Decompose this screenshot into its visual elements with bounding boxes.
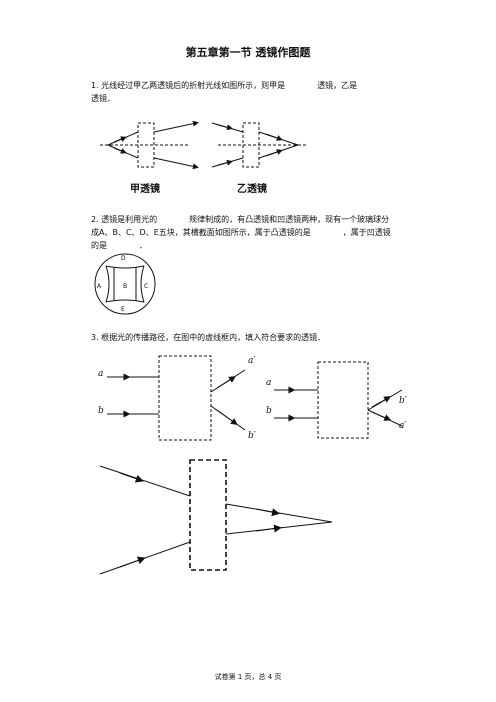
ray-jia-out-bottom — [153, 157, 199, 170]
fig2-label-a-out: a′ — [399, 421, 407, 431]
region-label-d: D — [121, 255, 126, 262]
q1-line1: 1. 光线经过甲乙两透镜后的折射光线如图所示，则甲是 透镜，乙是 — [91, 81, 358, 90]
dashed-box-2 — [317, 361, 369, 439]
dashed-box-3 — [189, 459, 227, 571]
q2-line3: 的是 ． — [91, 241, 147, 250]
fig1-label-b: b — [98, 406, 104, 416]
fig2-label-b: b — [266, 406, 272, 416]
fig2-label-a: a — [266, 378, 272, 388]
q1-figure — [100, 120, 306, 170]
region-label-e: E — [121, 306, 125, 313]
label-jia-lens: 甲透镜 — [130, 184, 160, 195]
q3-line1: 3. 根据光的传播路径，在图中的虚线框内，填入符合要求的透镜． — [91, 333, 326, 342]
glass-sphere-figure — [94, 253, 156, 315]
fig1-label-b-out: b′ — [248, 431, 256, 441]
q1-line2: 透镜． — [91, 94, 115, 103]
region-label-c: C — [144, 283, 149, 290]
q3-figure-2 — [274, 361, 403, 439]
fig2-label-b-out: b′ — [399, 396, 407, 406]
dashed-box-1 — [158, 355, 212, 441]
fig1-label-a: a — [98, 369, 104, 379]
label-yi-lens: 乙透镜 — [237, 184, 267, 195]
q3-figure-1 — [107, 355, 246, 441]
page-title: 第五章第一节 透镜作图题 — [185, 46, 311, 59]
q2-line2: 成A、B、C、D、E五块，其横截面如图所示，属于凸透镜的是 ，属于凹透镜 — [91, 228, 391, 237]
region-label-b: B — [123, 283, 128, 290]
q2-line1: 2. 透镜是利用光的 规律制成的，有凸透镜和凹透镜两种，现有一个玻璃球分 — [91, 215, 390, 224]
ray-jia-out-top — [153, 120, 199, 133]
q3-figure-3 — [99, 459, 333, 575]
region-label-a: A — [97, 283, 102, 290]
fig1-label-a-out: a′ — [248, 356, 256, 366]
page-footer: 试卷第 1 页，总 4 页 — [214, 673, 282, 681]
